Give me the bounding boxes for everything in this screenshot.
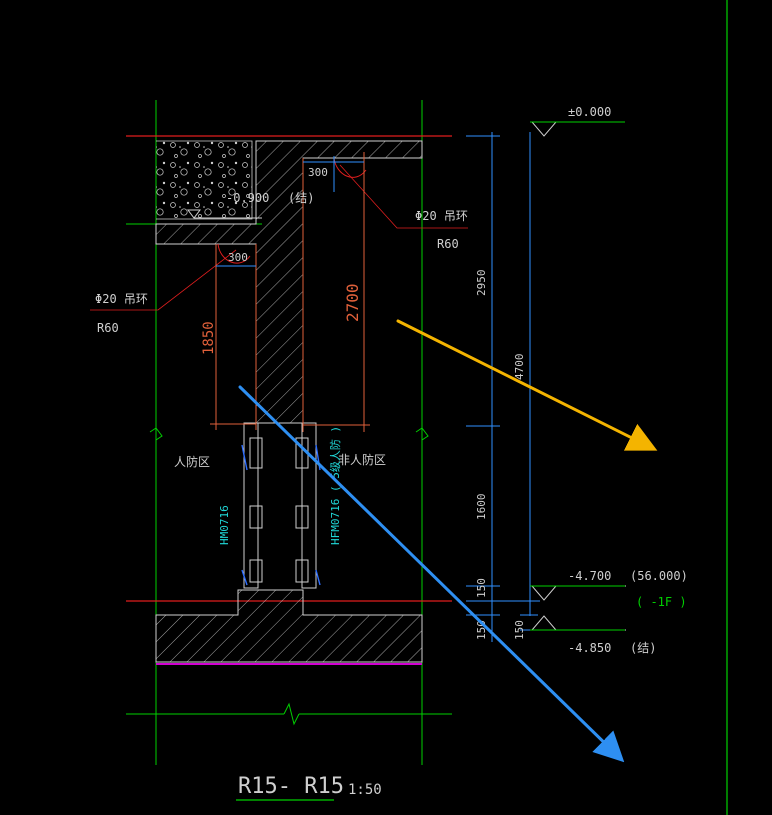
hook-left-curve xyxy=(217,243,251,264)
dim-blue-ticks xyxy=(216,156,364,267)
level-floor-abs: (56.000) xyxy=(630,569,688,583)
door-frame-right xyxy=(295,422,317,589)
hook-right-label: Φ20 吊环 xyxy=(415,209,468,223)
zone-left: 人防区 xyxy=(174,454,210,469)
gravel-outline xyxy=(156,140,253,220)
hook-left-label: Φ20 吊环 xyxy=(95,292,148,306)
level-bottom: -4.850 xyxy=(568,641,611,655)
level-bottom-note: (结) xyxy=(630,641,656,655)
dim-right-opening-width: 300 xyxy=(308,166,328,179)
level-markers xyxy=(530,121,626,631)
concrete-base xyxy=(155,589,423,663)
dim-right-opening xyxy=(302,152,370,432)
slab-top-note: (结) xyxy=(288,191,314,205)
dim-left-opening-width: 300 xyxy=(228,251,248,264)
dim-small: 150 xyxy=(475,578,488,598)
leader-hook-left xyxy=(90,249,237,311)
door-right-label: HFM0716 ( 5级人防 ) xyxy=(328,426,342,545)
dim-total: 4700 xyxy=(513,354,526,381)
level-floor: -4.700 xyxy=(568,569,611,583)
arrow-orange xyxy=(396,319,658,451)
leader-hook-right xyxy=(339,164,468,229)
break-mark-bottom xyxy=(283,702,300,726)
dim-middle: 1600 xyxy=(475,494,488,521)
door-left-label: HM0716 xyxy=(218,505,231,545)
slab-top-level: -0.900 xyxy=(226,191,269,205)
slab-level-marker xyxy=(187,209,262,219)
dim-upper: 2950 xyxy=(475,270,488,297)
dim-chain xyxy=(466,132,540,642)
break-mark-left xyxy=(149,427,163,441)
level-floor-name: ( -1F ) xyxy=(636,595,687,609)
section-scale: 1:50 xyxy=(348,782,382,798)
hook-right-curve xyxy=(333,157,367,178)
section-title: R15- R15 xyxy=(238,774,344,799)
door-frame-left xyxy=(243,422,263,589)
level-lines-green xyxy=(530,121,625,631)
dim-left-opening xyxy=(210,244,257,430)
zone-right: 非人防区 xyxy=(338,452,386,467)
dim-left-opening-height: 1850 xyxy=(201,321,217,355)
level-top: ±0.000 xyxy=(568,105,611,119)
dim-right-opening-height: 2700 xyxy=(343,283,362,322)
break-mark-right xyxy=(415,427,429,441)
hook-left-r: R60 xyxy=(97,321,119,335)
dim-bottom-right: 150 xyxy=(513,620,526,640)
gravel-fill xyxy=(156,141,252,219)
arrow-blue xyxy=(238,385,625,763)
hook-right-r: R60 xyxy=(437,237,459,251)
